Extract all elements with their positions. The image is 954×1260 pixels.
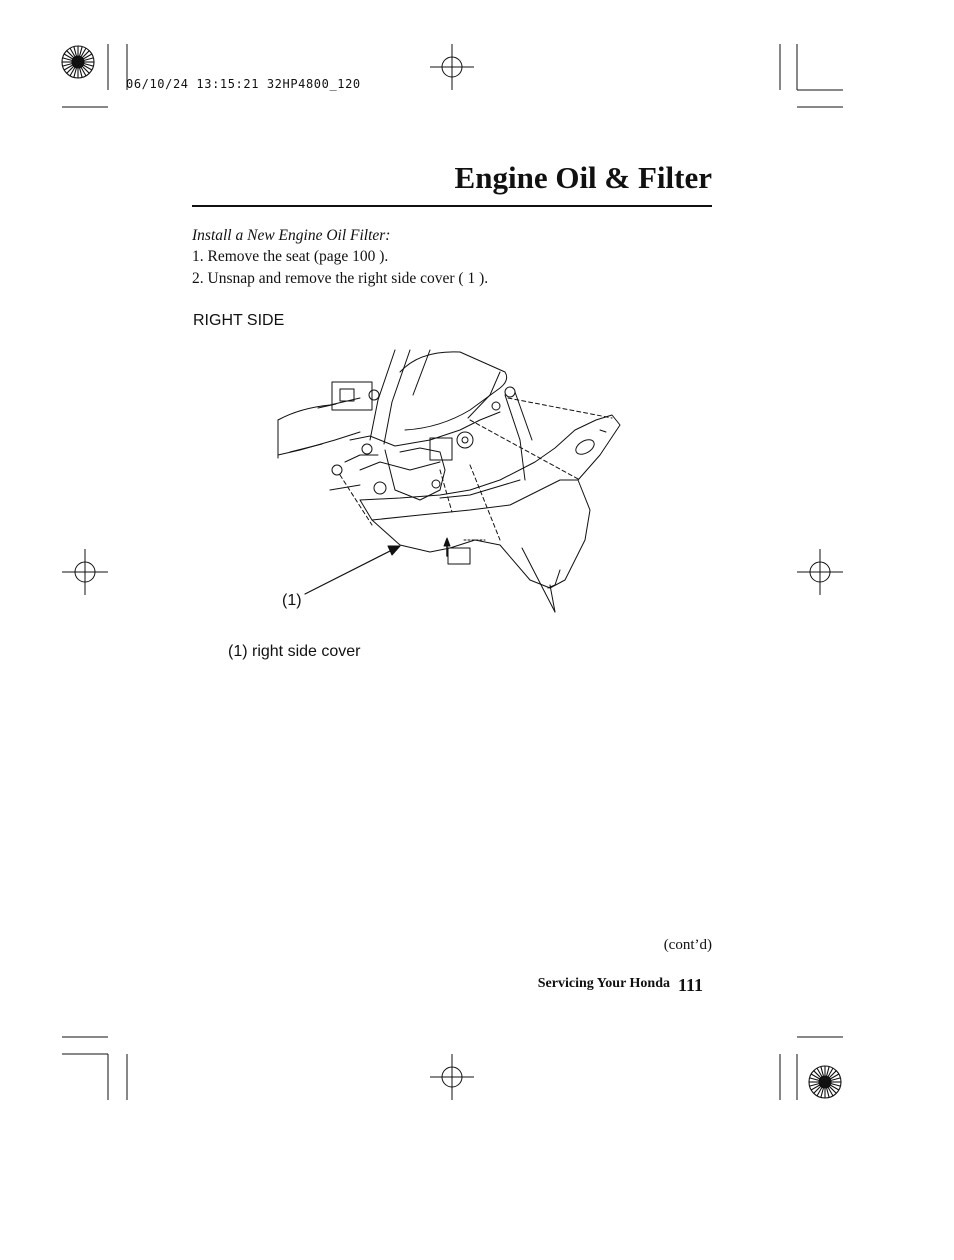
footer-section-name: Servicing Your Honda [537,976,670,991]
figure-caption: (1) right side cover [228,643,361,660]
page-number: 111 [678,975,704,995]
section-heading: Install a New Engine Oil Filter: [192,227,391,244]
continued-note: (cont’d) [663,937,712,953]
print-slug: 06/10/24 13:15:21 32HP4800_120 [126,77,361,91]
right-side-cover-illustration [277,349,621,613]
figure-callout-1: (1) [282,592,302,609]
figure-view-label: RIGHT SIDE [193,312,285,329]
title-rule [192,205,712,207]
page-title: Engine Oil & Filter [454,160,712,195]
step-2: 2. Unsnap and remove the right side cove… [192,270,489,287]
step-1: 1. Remove the seat (page 100 ). [192,248,389,265]
